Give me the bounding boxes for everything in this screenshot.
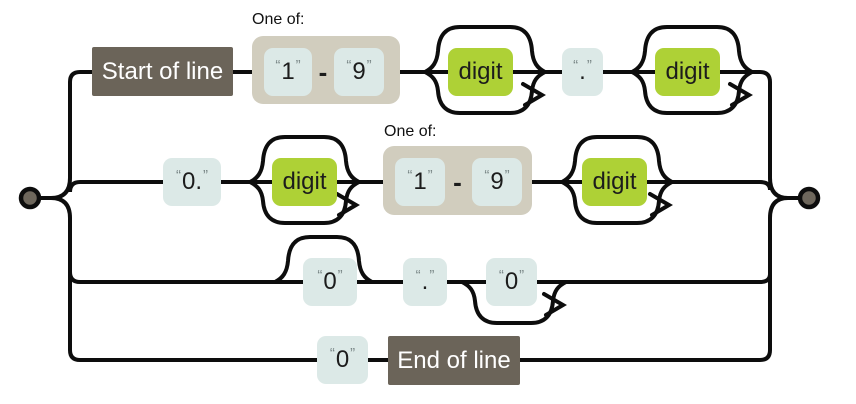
charclass-digit: digit — [448, 48, 513, 96]
wire-row3-merge — [759, 273, 772, 284]
close-quote: ” — [519, 266, 525, 284]
literal-dot: “.” — [403, 258, 447, 306]
literal-zero: “0” — [317, 336, 368, 384]
literal-range-high: “9” — [334, 48, 384, 96]
one-of-label: One of: — [384, 123, 437, 140]
wire-left-trunk-up — [50, 70, 81, 200]
repeat-loop-row1-digit2 — [631, 70, 753, 115]
open-quote: “ — [415, 266, 421, 284]
repeat-loop-row2-digit1 — [249, 180, 360, 225]
one-of-group-row1: “1” - “9” — [252, 36, 400, 104]
wire-right-trunk-down — [759, 70, 789, 200]
charclass-digit: digit — [272, 158, 337, 206]
skip-arc-row2-digit2 — [561, 135, 673, 184]
wire-left-trunk-down — [50, 196, 81, 362]
charclass-digit: digit — [582, 158, 647, 206]
start-terminal-dot — [18, 186, 42, 210]
literal-range-high: “9” — [472, 158, 522, 206]
literal-zero-dot: “0.” — [163, 158, 221, 206]
loop-arrow-icon — [335, 192, 360, 217]
open-quote: “ — [407, 166, 413, 184]
charclass-digit: digit — [655, 48, 720, 96]
range-dash: - — [453, 166, 462, 197]
skip-arc-row1-digit1 — [424, 25, 546, 74]
literal-range-low: “1” — [264, 48, 312, 96]
close-quote: ” — [295, 56, 301, 74]
literal-zero: “0” — [486, 258, 537, 306]
literal-char: . — [579, 58, 586, 85]
loop-arrow-icon — [648, 192, 673, 217]
repeat-loop-row1-digit1 — [424, 70, 546, 115]
wire-row2-merge — [759, 180, 772, 191]
skip-arc-row1-digit2 — [631, 25, 753, 74]
open-quote: “ — [498, 266, 504, 284]
literal-char: 0 — [323, 268, 337, 295]
open-quote: “ — [275, 56, 281, 74]
close-quote: ” — [586, 56, 592, 74]
skip-arc-row3-zero1 — [274, 235, 373, 284]
close-quote: ” — [366, 56, 372, 74]
repeat-loop-row3-zero2 — [461, 280, 567, 325]
close-quote: ” — [337, 266, 343, 284]
range-dash: - — [318, 56, 328, 87]
literal-char: 0. — [181, 168, 202, 195]
repeat-loop-row2-digit2 — [561, 180, 673, 225]
close-quote: ” — [203, 166, 208, 184]
close-quote: ” — [504, 166, 510, 184]
skip-arc-row2-digit1 — [249, 135, 360, 184]
anchor-end-of-line: End of line — [388, 336, 520, 385]
literal-char: 1 — [413, 168, 427, 195]
literal-char: 0 — [504, 268, 519, 295]
open-quote: “ — [317, 266, 323, 284]
loop-arrow-icon — [521, 82, 546, 107]
open-quote: “ — [346, 56, 352, 74]
loop-arrow-icon — [728, 82, 753, 107]
literal-char: 9 — [490, 168, 504, 195]
literal-char: 0 — [335, 346, 350, 373]
open-quote: “ — [329, 344, 335, 362]
literal-zero: “0” — [303, 258, 357, 306]
one-of-label: One of: — [252, 11, 305, 28]
one-of-group-row2: “1” - “9” — [383, 146, 532, 215]
wire-right-trunk-up — [759, 196, 789, 362]
wire-row3-branch — [68, 271, 81, 284]
anchor-start-of-line: Start of line — [92, 47, 233, 96]
literal-char: . — [421, 268, 429, 295]
close-quote: ” — [429, 266, 435, 284]
loop-arrow-icon — [542, 292, 567, 317]
close-quote: ” — [350, 344, 356, 362]
open-quote: “ — [573, 56, 579, 74]
wire-row2-branch — [68, 180, 81, 193]
open-quote: “ — [484, 166, 490, 184]
end-terminal-dot — [797, 186, 821, 210]
literal-dot: “.” — [562, 48, 603, 96]
open-quote: “ — [175, 166, 181, 184]
literal-char: 9 — [352, 58, 366, 85]
close-quote: ” — [427, 166, 433, 184]
literal-range-low: “1” — [395, 158, 445, 206]
literal-char: 1 — [281, 58, 295, 85]
